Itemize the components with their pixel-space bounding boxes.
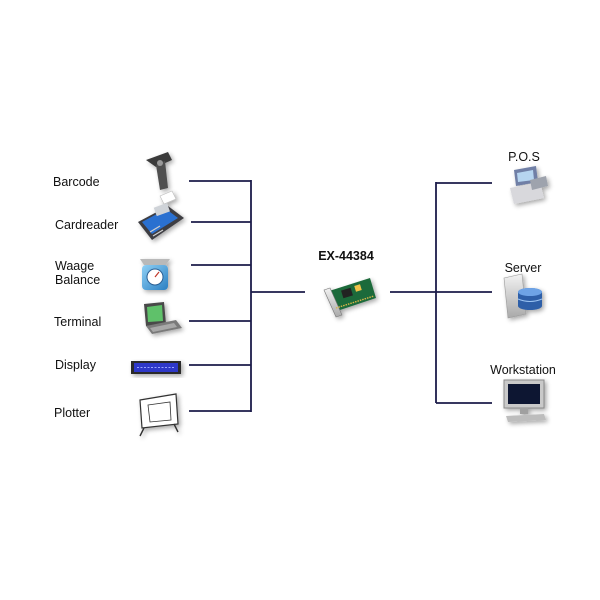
label-workstation: Workstation	[490, 363, 556, 377]
label-plotter: Plotter	[54, 406, 91, 420]
barcode-scanner-icon	[146, 152, 172, 190]
label-terminal: Terminal	[54, 315, 102, 329]
label-barcode: Barcode	[53, 175, 100, 189]
label-display: Display	[55, 358, 96, 372]
pos-register-icon	[510, 166, 548, 204]
label-pos: P.O.S	[508, 150, 540, 164]
label-cardreader: Cardreader	[55, 218, 119, 232]
label-balance: Balance	[55, 273, 101, 287]
plotter-icon	[139, 393, 179, 437]
label-waage: Waage	[55, 259, 95, 273]
left-connector-lines	[189, 180, 305, 412]
workstation-icon	[503, 379, 546, 422]
terminal-icon	[144, 302, 182, 334]
label-hub: EX-44384	[318, 249, 374, 263]
right-connector-lines	[390, 182, 492, 404]
led-display-icon	[131, 361, 181, 374]
server-icon	[503, 273, 543, 319]
pci-card-icon	[323, 278, 376, 318]
card-reader-icon	[138, 190, 184, 240]
scale-icon	[140, 259, 170, 290]
label-server: Server	[504, 261, 542, 275]
